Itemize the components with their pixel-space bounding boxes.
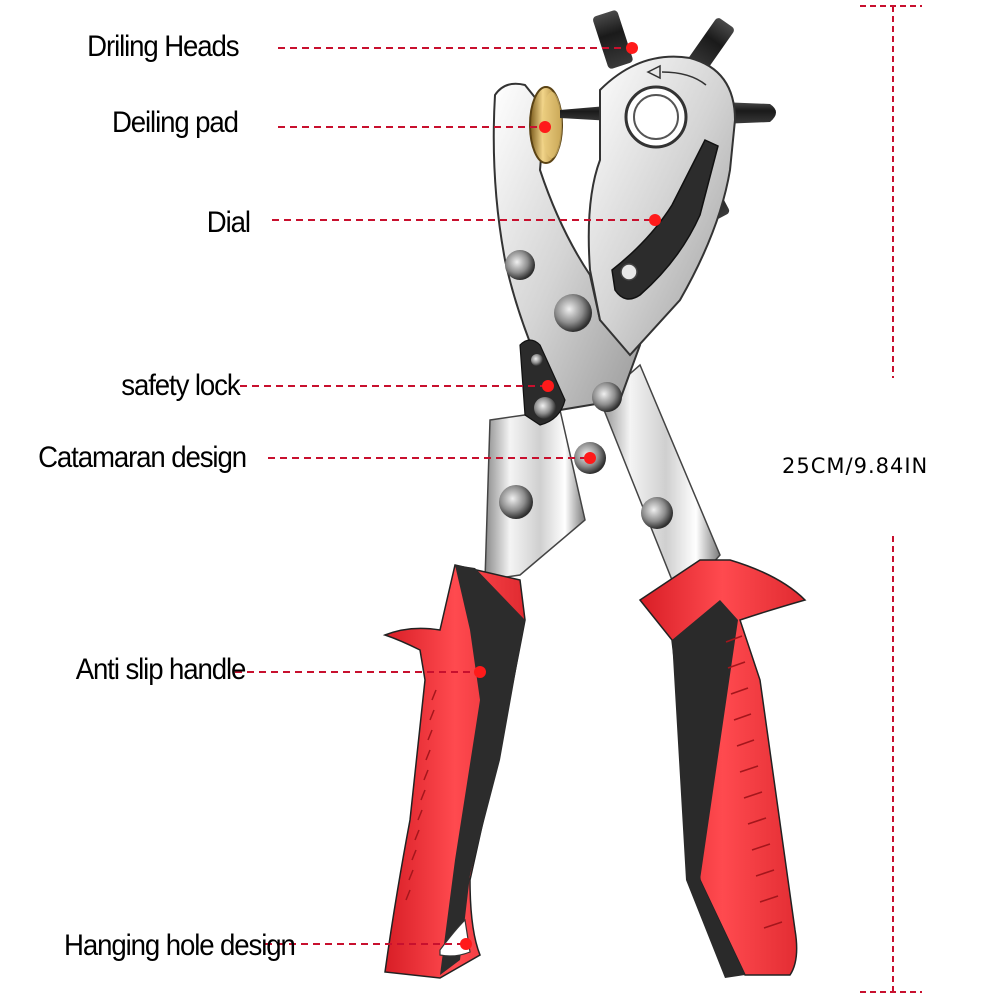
marker-dot [542,380,554,392]
dial-lever [611,139,719,300]
marker-dot [460,938,472,950]
label-drilling-heads: Driling Heads [86,30,239,63]
dimension-line [860,5,922,993]
dimension-label: 25CM/9.84IN [782,454,929,478]
label-anti-slip-handle: Anti slip handle [75,653,246,686]
marker-dot [649,214,661,226]
right-handle [599,363,807,978]
label-hanging-hole-design: Hanging hole design [64,929,296,962]
left-handle [382,409,586,979]
leader-lines [235,47,655,945]
safety-lock [519,339,566,426]
rotate-arrow-icon [646,64,707,86]
rivets [499,250,673,529]
label-drilling-pad: Deiling pad [112,106,239,139]
label-safety-lock: safety lock [121,369,241,402]
marker-dot [626,42,638,54]
callout-markers [460,42,661,950]
marker-dot [539,121,551,133]
label-catamaran-design: Catamaran design [38,441,247,474]
marker-dot [474,666,486,678]
punch-head [587,55,737,357]
marker-dot [584,452,596,464]
label-dial: Dial [206,206,251,239]
